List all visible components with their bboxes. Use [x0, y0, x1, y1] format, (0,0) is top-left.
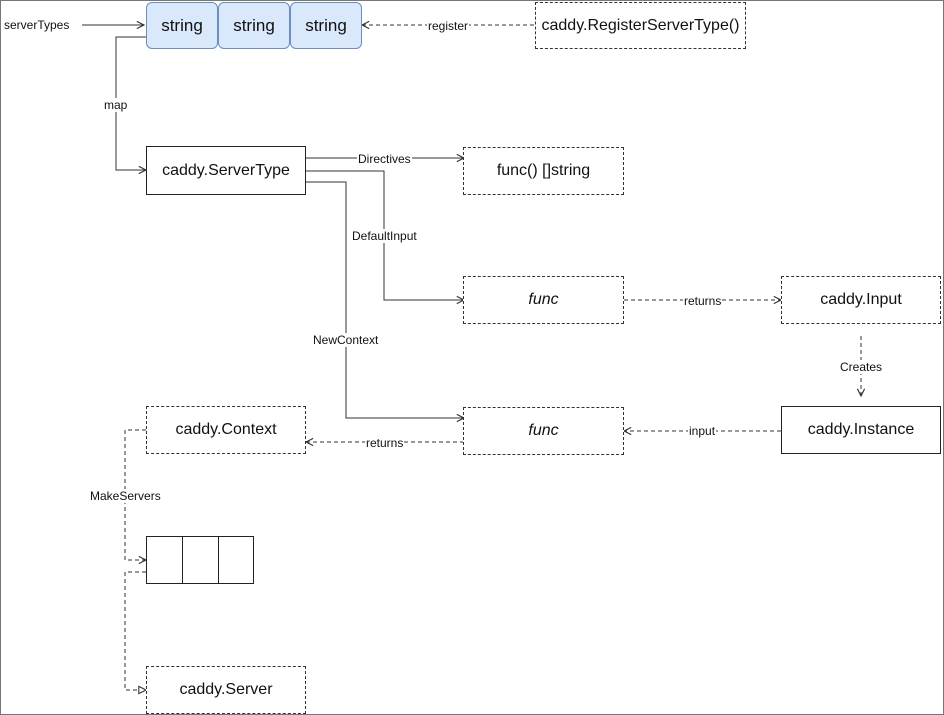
servers-array-cell-3	[218, 536, 254, 584]
register-server-type-node: caddy.RegisterServerType()	[535, 2, 746, 49]
edge-label-new-context: NewContext	[312, 333, 380, 347]
directives-func-node: func() []string	[463, 147, 624, 195]
edge-array-to-server	[124, 571, 146, 690]
string-cell-1: string	[146, 2, 218, 49]
edge-label-default-input: DefaultInput	[351, 229, 418, 243]
caddy-server-node: caddy.Server	[146, 666, 306, 714]
edge-label-returns-context: returns	[365, 436, 405, 450]
edge-label-directives: Directives	[357, 152, 412, 166]
edge-label-returns-input: returns	[683, 294, 723, 308]
caddy-input-node: caddy.Input	[781, 276, 941, 324]
edge-new-context	[306, 181, 464, 418]
edge-label-input: input	[688, 424, 717, 438]
servers-array-cell-2	[182, 536, 219, 584]
new-context-func-node: func	[463, 407, 624, 455]
edge-label-register: register	[427, 19, 470, 33]
caddy-context-node: caddy.Context	[146, 406, 306, 454]
server-type-node: caddy.ServerType	[146, 146, 306, 195]
caddy-instance-node: caddy.Instance	[781, 406, 941, 454]
string-cell-2: string	[218, 2, 290, 49]
server-types-label: serverTypes	[4, 18, 70, 32]
servers-array-cell-1	[146, 536, 183, 584]
edge-label-make-servers: MakeServers	[89, 489, 162, 503]
edge-label-creates: Creates	[839, 360, 884, 374]
edge-label-map: map	[103, 98, 129, 112]
default-input-func-node: func	[463, 276, 624, 324]
string-cell-3: string	[290, 2, 362, 49]
